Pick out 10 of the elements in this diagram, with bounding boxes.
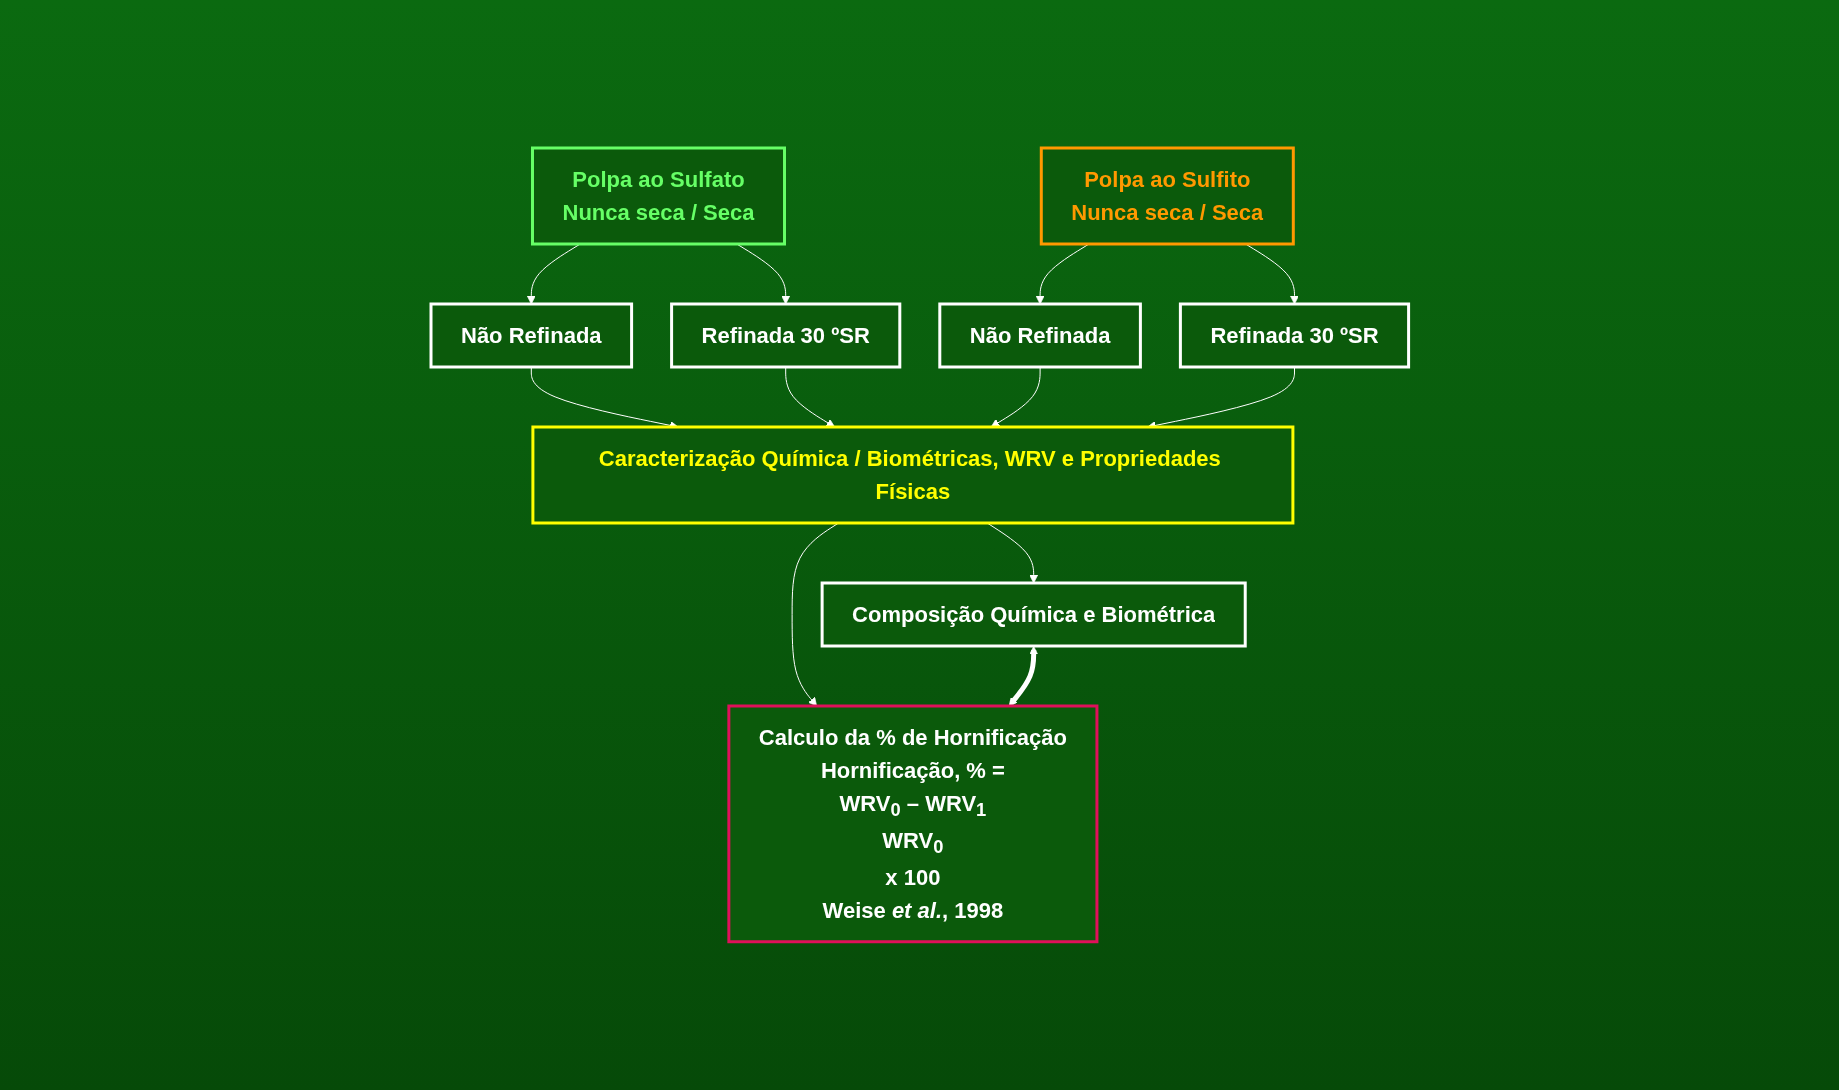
- node-box: Calculo da % de Hornificação Hornificação, % = WRV$_{0}$ – WRV$_{1}$ WRV$_{0}$ x 100 Weise et al., 1998: [727, 704, 1099, 944]
- node-box: Caracterização Química / Biométricas, WRV e Propriedades Físicas: [531, 425, 1295, 525]
- arrow: [1008, 646, 1038, 707]
- node-box: Não Refinada: [938, 302, 1142, 369]
- node-box: Polpa ao Sulfito Nunca seca / Seca: [1039, 146, 1295, 246]
- node-box: Composição Química e Biométrica: [820, 581, 1247, 648]
- node-box: Refinada 30 ºSR: [1178, 302, 1410, 369]
- node-box: Não Refinada: [429, 302, 633, 369]
- node-box: Polpa ao Sulfato Nunca seca / Seca: [530, 146, 786, 246]
- node-box: Refinada 30 ºSR: [669, 302, 901, 369]
